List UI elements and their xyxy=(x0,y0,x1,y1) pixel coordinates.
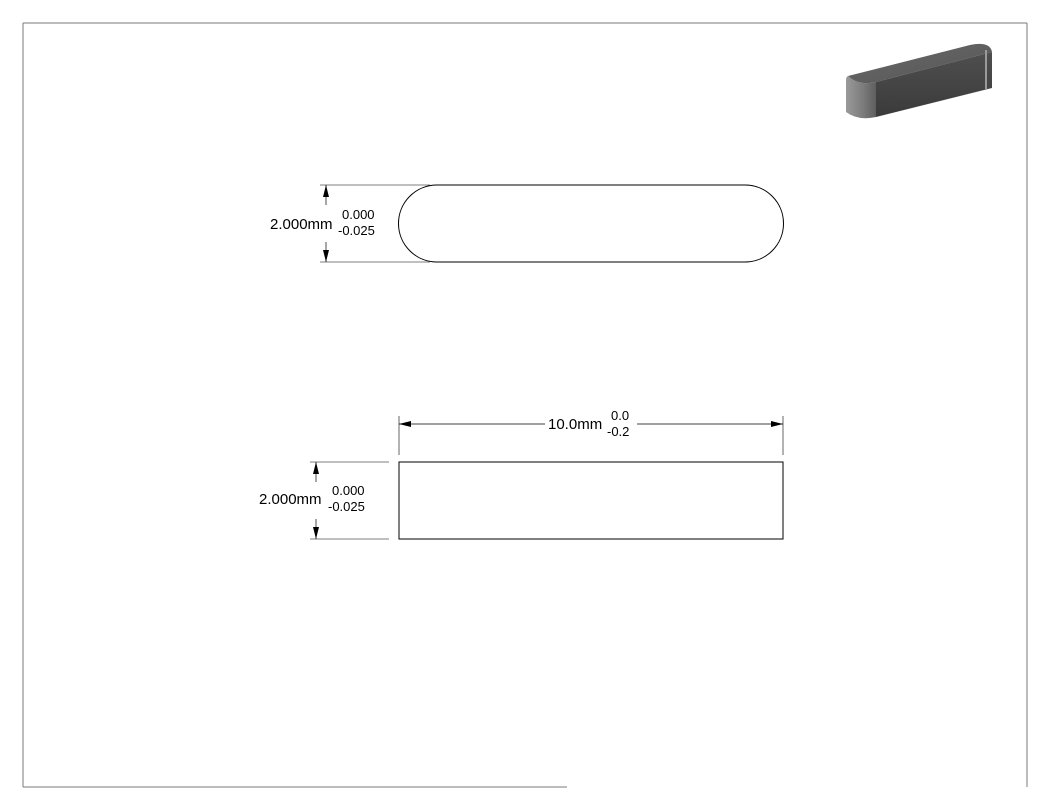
front-view-height-lower-tol: -0.025 xyxy=(328,499,365,514)
key-3d-render-icon xyxy=(846,43,992,119)
front-view-length-dimension: 10.0mm 0.0 -0.2 xyxy=(398,408,784,455)
front-view-length-nominal: 10.0mm xyxy=(548,416,602,433)
top-view-height-lower-tol: -0.025 xyxy=(338,223,375,238)
top-view-height-nominal: 2.000mm xyxy=(270,216,333,233)
front-view-height-upper-tol: 0.000 xyxy=(332,483,365,498)
top-view-outline xyxy=(398,184,784,263)
sheet-frame xyxy=(22,22,1028,788)
front-view-outline xyxy=(398,461,784,540)
front-view-length-lower-tol: -0.2 xyxy=(607,424,629,439)
top-view: 2.000mm 0.000 -0.025 xyxy=(270,184,784,263)
front-view-length-upper-tol: 0.0 xyxy=(611,408,629,423)
front-view: 10.0mm 0.0 -0.2 2.000mm 0.000 -0.025 xyxy=(259,408,784,540)
top-view-height-upper-tol: 0.000 xyxy=(342,207,375,222)
front-view-height-dimension: 2.000mm 0.000 -0.025 xyxy=(259,461,389,540)
top-view-height-dimension: 2.000mm 0.000 -0.025 xyxy=(270,185,375,262)
front-view-height-nominal: 2.000mm xyxy=(259,491,322,508)
